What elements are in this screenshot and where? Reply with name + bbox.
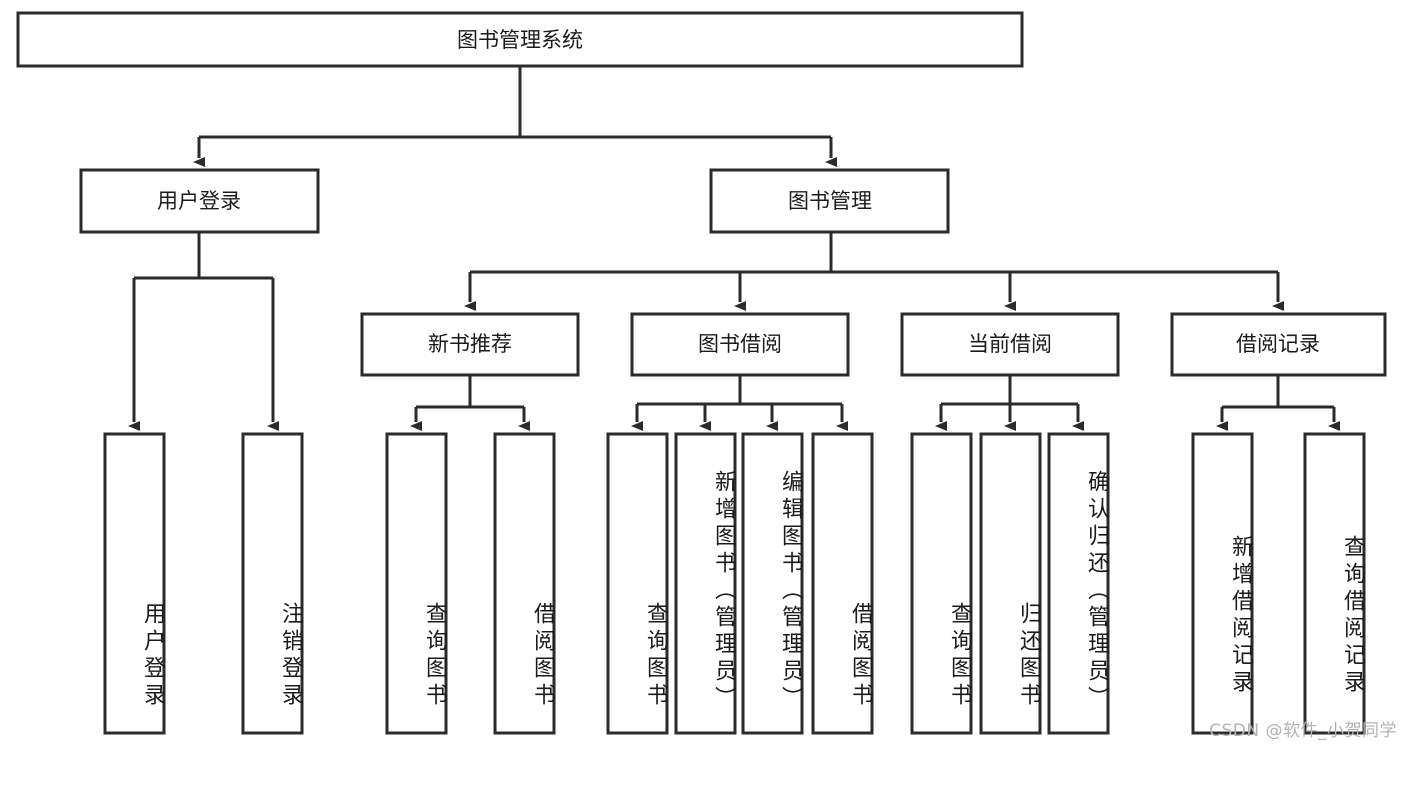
node-new-book-recommend[interactable]: 新书推荐: [360, 312, 580, 377]
connector-group-user-login: [128, 232, 279, 431]
node-label-root: 图书管理系统: [457, 28, 583, 52]
node-label-book-borrow: 图书借阅: [698, 332, 782, 356]
node-box-leaf-query-book-1[interactable]: [385, 432, 448, 735]
node-box-current-borrow[interactable]: [900, 312, 1120, 377]
node-box-leaf-add-record[interactable]: [1191, 432, 1254, 735]
node-label-new-book-recommend: 新书推荐: [428, 332, 512, 356]
connector-group-current-borrow: [935, 375, 1084, 431]
csdn-watermark: CSDN @软件_小贺同学: [1209, 721, 1397, 741]
connector-group-root: [193, 66, 837, 167]
leaf-box-group: [103, 432, 1366, 735]
node-box-user-login[interactable]: [79, 168, 320, 234]
node-box-root[interactable]: [16, 11, 1024, 68]
node-box-leaf-borrow-book-2[interactable]: [811, 432, 874, 735]
flowchart-diagram: 图书管理系统 用户登录 图书管理 新书推荐 图书借阅 当前借阅 借阅记录: [16, 11, 1397, 741]
connector-group-book-borrow: [631, 375, 848, 431]
node-box-leaf-add-book[interactable]: [674, 432, 737, 735]
node-label-user-login: 用户登录: [157, 189, 241, 213]
node-box-leaf-confirm-return[interactable]: [1047, 432, 1110, 735]
connector-group-borrow-record: [1216, 375, 1340, 431]
node-box-leaf-query-book-3[interactable]: [910, 432, 973, 735]
node-box-leaf-edit-book[interactable]: [741, 432, 804, 735]
node-book-management[interactable]: 图书管理: [709, 168, 950, 234]
node-box-leaf-query-record[interactable]: [1303, 432, 1366, 735]
node-label-current-borrow: 当前借阅: [968, 332, 1052, 356]
node-box-new-book-recommend[interactable]: [360, 312, 580, 377]
node-box-leaf-borrow-book-1[interactable]: [493, 432, 556, 735]
connector-group-new-book-recommend: [410, 375, 530, 431]
node-user-login[interactable]: 用户登录: [79, 168, 320, 234]
node-label-borrow-record: 借阅记录: [1236, 332, 1320, 356]
tree-svg-canvas: 图书管理系统 用户登录 图书管理 新书推荐 图书借阅 当前借阅 借阅记录: [16, 11, 1387, 735]
node-book-borrow[interactable]: 图书借阅: [630, 312, 850, 377]
node-borrow-record[interactable]: 借阅记录: [1170, 312, 1387, 377]
node-box-book-management[interactable]: [709, 168, 950, 234]
node-box-leaf-user-login[interactable]: [103, 432, 166, 735]
node-label-book-management: 图书管理: [788, 189, 872, 213]
node-current-borrow[interactable]: 当前借阅: [900, 312, 1120, 377]
node-box-borrow-record[interactable]: [1170, 312, 1387, 377]
node-box-leaf-query-book-2[interactable]: [606, 432, 669, 735]
node-box-leaf-logout-login[interactable]: [241, 432, 304, 735]
node-box-book-borrow[interactable]: [630, 312, 850, 377]
node-book-management-system[interactable]: 图书管理系统: [16, 11, 1024, 68]
connector-group-book-management: [464, 232, 1284, 311]
node-box-leaf-return-book[interactable]: [979, 432, 1042, 735]
